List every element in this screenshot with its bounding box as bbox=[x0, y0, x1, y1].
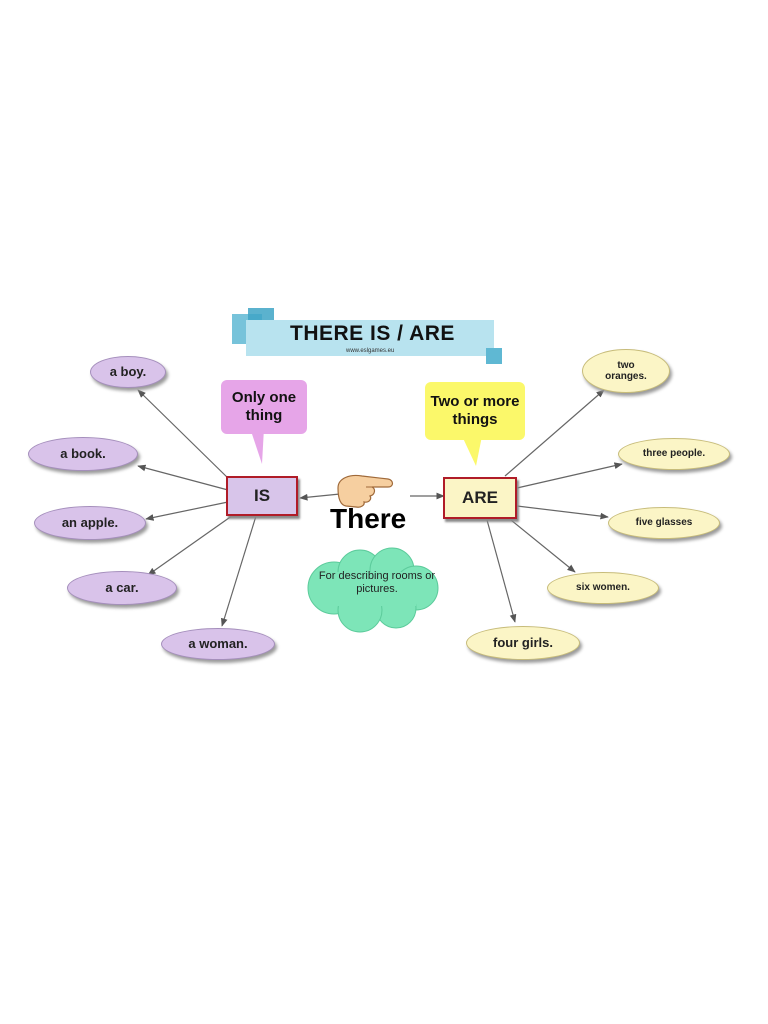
are-example-four-girls: four girls. bbox=[466, 626, 580, 660]
are-example-six-women: six women. bbox=[547, 572, 659, 604]
is-example-an-apple: an apple. bbox=[34, 506, 146, 540]
link-is-apple bbox=[145, 501, 229, 521]
link-are-people bbox=[516, 462, 623, 489]
is-callout-tail bbox=[250, 428, 264, 464]
cloud-note: For describing rooms or pictures. bbox=[318, 570, 436, 595]
link-is-book bbox=[137, 464, 229, 491]
cloud-shape bbox=[307, 547, 439, 633]
are-box: ARE bbox=[443, 477, 517, 519]
are-example-five-glasses: five glasses bbox=[608, 507, 720, 539]
link-are-girls bbox=[486, 519, 517, 623]
link-is-woman bbox=[221, 515, 257, 627]
is-box: IS bbox=[226, 476, 298, 516]
is-example-a-car: a car. bbox=[67, 571, 177, 605]
is-example-a-book: a book. bbox=[28, 437, 138, 471]
pointing-hand-icon bbox=[337, 474, 394, 508]
link-there-is bbox=[299, 493, 341, 501]
link-is-boy bbox=[137, 389, 233, 483]
there-label: There bbox=[330, 503, 407, 534]
is-example-a-woman: a woman. bbox=[161, 628, 275, 660]
are-callout: Two or more things bbox=[425, 382, 525, 440]
link-are-women bbox=[505, 515, 576, 573]
title-banner: THERE IS / ARE www.eslgames.eu bbox=[232, 308, 508, 366]
link-is-car bbox=[147, 512, 237, 576]
is-example-a-boy: a boy. bbox=[90, 356, 166, 388]
are-example-three-people: three people. bbox=[618, 438, 730, 470]
link-are-oranges bbox=[504, 389, 605, 477]
are-example-two-oranges: two oranges. bbox=[582, 349, 670, 393]
title-credit: www.eslgames.eu bbox=[346, 348, 395, 354]
banner-bar bbox=[246, 320, 494, 356]
banner-square bbox=[486, 348, 502, 364]
is-callout: Only one thing bbox=[221, 380, 307, 434]
link-are-glasses bbox=[516, 505, 609, 520]
are-callout-tail bbox=[462, 436, 482, 466]
page-title: THERE IS / ARE bbox=[290, 322, 455, 345]
